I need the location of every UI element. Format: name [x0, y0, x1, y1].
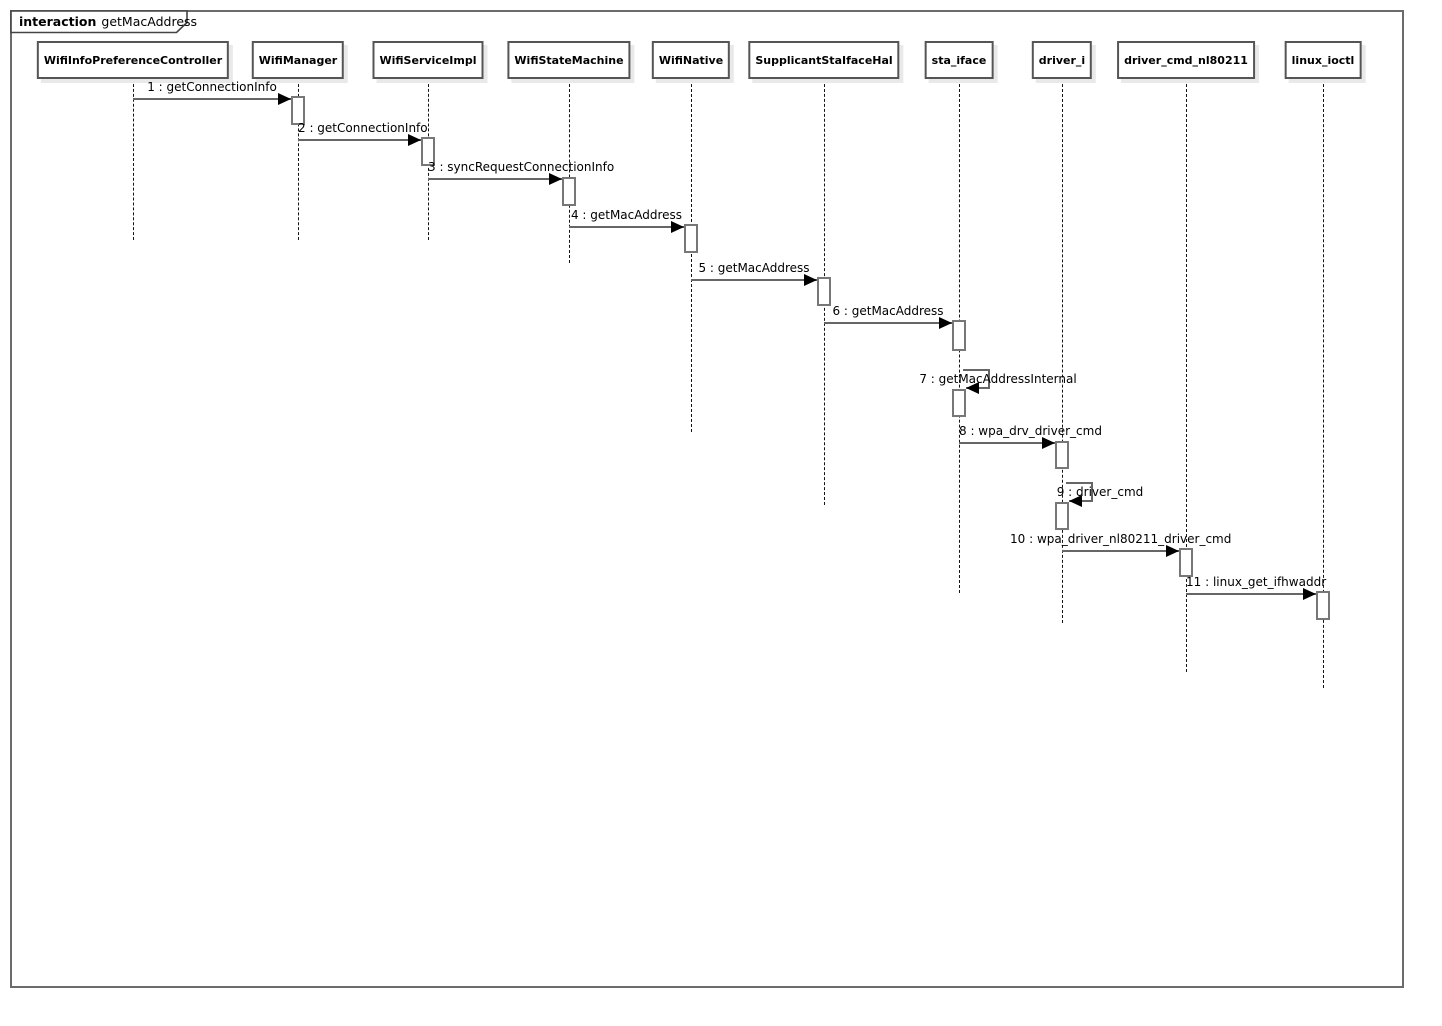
lifeline-name: SupplicantStaIfaceHal [755, 53, 893, 67]
lifeline-name: WifiNative [658, 53, 724, 67]
message-line [133, 98, 291, 100]
lifeline-line [1062, 79, 1063, 623]
lifeline-line [1186, 79, 1187, 672]
message-label: 9 : driver_cmd [1056, 485, 1144, 499]
self-message-right-line [988, 369, 990, 389]
lifeline-name: linux_ioctl [1291, 53, 1355, 67]
frame-label-pentagon-icon [10, 10, 188, 34]
lifeline-name: WifiInfoPreferenceController [43, 53, 223, 67]
lifeline-line [133, 79, 134, 240]
message-label: 4 : getMacAddress [570, 208, 683, 222]
activation-bar [952, 320, 966, 351]
lifeline-head-wifimanager: WifiManager [251, 41, 345, 79]
lifeline-line [691, 79, 692, 432]
activation-bar [817, 277, 831, 306]
lifeline-name: WifiServiceImpl [379, 53, 477, 67]
message-label: 2 : getConnectionInfo [298, 121, 428, 135]
activation-bar [684, 224, 698, 253]
activation-bar [1055, 502, 1069, 530]
message-label: 11 : linux_get_ifhwaddr [1186, 575, 1327, 589]
message-label: 3 : syncRequestConnectionInfo [428, 160, 615, 174]
message-line [824, 322, 952, 324]
message-line [428, 178, 562, 180]
activation-bar [1316, 591, 1330, 620]
arrowhead-icon [278, 93, 291, 105]
message-line [1186, 593, 1316, 595]
lifeline-name: WifiStateMachine [514, 53, 624, 67]
message-line [569, 226, 684, 228]
frame-label-text: interaction getMacAddress [19, 14, 197, 29]
lifeline-head-driver-i: driver_i [1031, 41, 1093, 79]
lifeline-name: sta_iface [931, 53, 987, 67]
lifeline-head-wifistatemachine: WifiStateMachine [507, 41, 631, 79]
lifeline-line [1323, 79, 1324, 688]
arrowhead-icon [408, 134, 421, 146]
activation-bar [1179, 548, 1193, 577]
lifeline-head-sta-iface: sta_iface [924, 41, 994, 79]
lifeline-line [569, 79, 570, 263]
arrowhead-icon [1042, 437, 1055, 449]
activation-bar [291, 96, 305, 125]
lifeline-head-wifiinfopreferencecontroller: WifiInfoPreferenceController [36, 41, 230, 79]
arrowhead-icon [804, 274, 817, 286]
frame-operation-name: getMacAddress [101, 14, 198, 29]
message-line [298, 139, 421, 141]
lifeline-head-supplicantstaifacehal: SupplicantStaIfaceHal [748, 41, 900, 79]
arrowhead-icon [1303, 588, 1316, 600]
arrowhead-icon [1069, 495, 1082, 507]
self-message-top-line [963, 369, 990, 371]
self-message-top-line [1066, 482, 1093, 484]
arrowhead-icon [549, 173, 562, 185]
activation-bar [952, 389, 966, 417]
lifeline-head-wifiserviceimpl: WifiServiceImpl [372, 41, 484, 79]
frame-keyword: interaction [19, 14, 97, 29]
lifeline-name: driver_cmd_nl80211 [1124, 53, 1248, 67]
frame-label: interaction getMacAddress [10, 10, 197, 34]
message-label: 5 : getMacAddress [698, 261, 810, 275]
lifeline-head-wifinative: WifiNative [651, 41, 731, 79]
message-line [691, 279, 817, 281]
lifeline-name: WifiManager [258, 53, 338, 67]
message-label: 1 : getConnectionInfo [147, 80, 277, 94]
message-label: 8 : wpa_drv_driver_cmd [959, 424, 1102, 438]
message-line [1062, 550, 1179, 552]
arrowhead-icon [1166, 545, 1179, 557]
lifeline-head-driver-cmd-nl80211: driver_cmd_nl80211 [1117, 41, 1255, 79]
arrowhead-icon [671, 221, 684, 233]
lifeline-head-linux-ioctl: linux_ioctl [1284, 41, 1362, 79]
message-label: 7 : getMacAddressInternal [919, 372, 1077, 386]
message-label: 6 : getMacAddress [832, 304, 944, 318]
lifeline-line [298, 79, 299, 240]
activation-bar [421, 137, 435, 166]
arrowhead-icon [939, 317, 952, 329]
self-message-right-line [1091, 482, 1093, 502]
arrowhead-icon [966, 382, 979, 394]
activation-bar [562, 177, 576, 206]
lifeline-name: driver_i [1038, 53, 1086, 67]
message-label: 10 : wpa_driver_nl80211_driver_cmd [1010, 532, 1232, 546]
activation-bar [1055, 441, 1069, 469]
message-line [959, 442, 1055, 444]
diagram-frame [10, 10, 1404, 988]
